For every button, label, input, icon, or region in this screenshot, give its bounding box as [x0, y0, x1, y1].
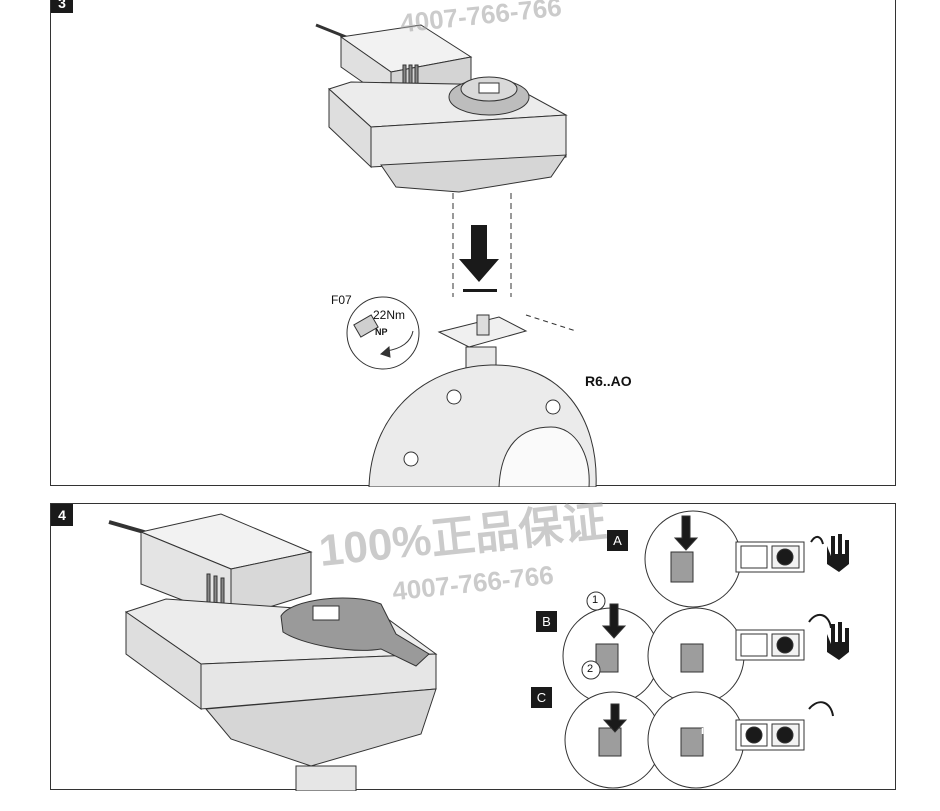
step-4-panel: 4: [50, 503, 896, 791]
step-number: 3: [51, 0, 73, 13]
option-c-detail: [564, 691, 805, 789]
indicator-glyph: i: [701, 725, 705, 737]
step-4-illustration: [108, 510, 849, 791]
valve-illustration: [368, 314, 597, 487]
flange-label: F07: [331, 293, 352, 307]
option-c-badge: C: [531, 687, 552, 708]
actuator-illustration: [315, 23, 568, 297]
actuator-with-lever-illustration: [108, 513, 438, 791]
step-number: 4: [51, 504, 73, 526]
option-a-badge: A: [607, 530, 628, 551]
step-3-illustration: [315, 23, 597, 487]
tool-label: NP: [375, 327, 388, 337]
hand-icon: [827, 534, 849, 660]
option-a-detail: [644, 510, 805, 608]
step-3-panel: 3: [50, 0, 896, 487]
torque-label: 22Nm: [373, 308, 406, 322]
option-b-badge: B: [536, 611, 557, 632]
rotate-arrow-icon: [808, 536, 834, 717]
torque-detail: [346, 296, 420, 370]
callout-2: 2: [587, 663, 594, 675]
model-label: R6..AO: [585, 373, 632, 389]
option-b-detail: [562, 591, 805, 705]
callout-1: 1: [592, 594, 599, 606]
down-arrow-icon: [459, 225, 499, 292]
